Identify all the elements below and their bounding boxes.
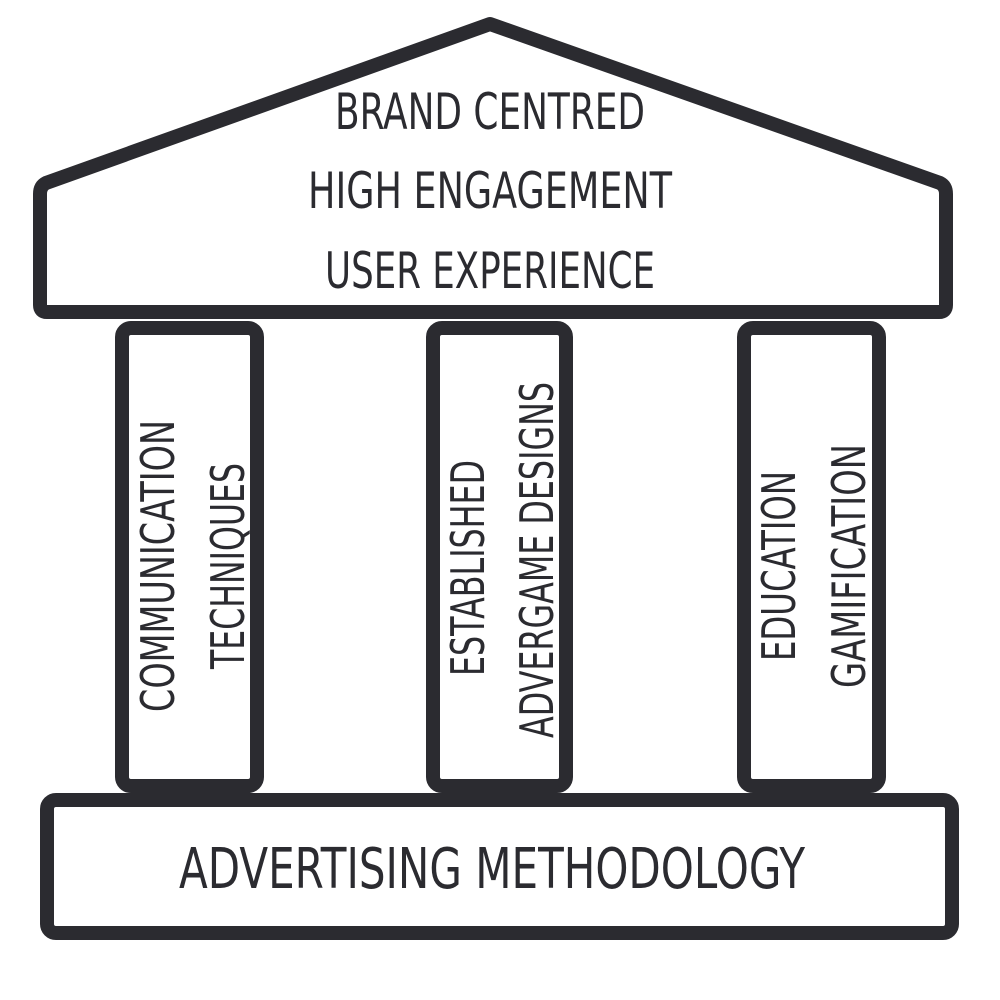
pillar-2-line-1: ESTABLISHED bbox=[441, 460, 495, 676]
pillar-3-line-1: EDUCATION bbox=[752, 471, 806, 661]
pillar-2-line-2: ADVERGAME DESIGNS bbox=[510, 382, 564, 738]
pillar-1-line-1: COMMUNICATION bbox=[131, 420, 185, 712]
base-label: ADVERTISING METHODOLOGY bbox=[179, 837, 806, 902]
base bbox=[40, 793, 959, 940]
pillar-1-line-2: TECHNIQUES bbox=[201, 463, 255, 670]
roof-line-3: USER EXPERIENCE bbox=[325, 242, 655, 300]
roof-line-2: HIGH ENGAGEMENT bbox=[308, 162, 672, 220]
pillar-3 bbox=[737, 321, 886, 793]
pillar-2 bbox=[426, 321, 573, 793]
roof-line-1: BRAND CENTRED bbox=[335, 83, 645, 141]
pillar-1 bbox=[115, 321, 264, 793]
pillar-3-line-2: GAMIFICATION bbox=[822, 444, 876, 688]
roof bbox=[33, 17, 953, 319]
